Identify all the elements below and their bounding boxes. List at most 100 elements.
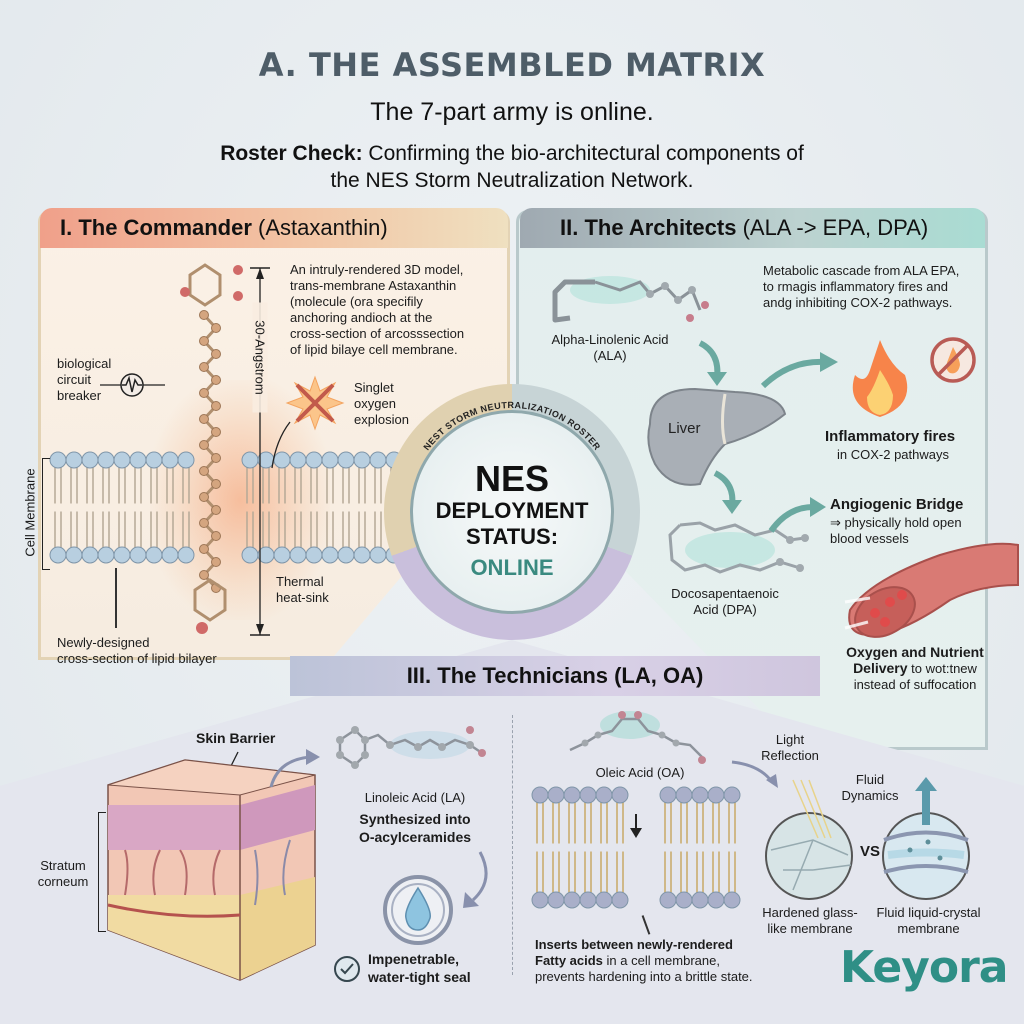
lipid-head bbox=[81, 451, 99, 469]
atom bbox=[199, 414, 209, 424]
arrow-skin-to-la bbox=[269, 749, 320, 788]
lipid-head bbox=[595, 891, 613, 909]
lipid-head bbox=[531, 786, 549, 804]
lipid-head bbox=[563, 891, 581, 909]
hardened-membrane-icon bbox=[765, 779, 853, 900]
oa-membrane-illustration bbox=[531, 786, 741, 909]
label-line: Acid (DPA) bbox=[693, 602, 757, 617]
arrow-la-to-seal bbox=[463, 851, 488, 908]
lipid-head bbox=[691, 891, 709, 909]
arrow-oa-to-comparison bbox=[731, 760, 778, 788]
lipid-head bbox=[177, 546, 195, 564]
label-line: circuit bbox=[57, 372, 91, 387]
lipid-head bbox=[97, 546, 115, 564]
label-line: Light bbox=[775, 732, 805, 747]
label-line: Fatty acids in a cell membrane, bbox=[535, 953, 753, 969]
up-arrow-icon bbox=[915, 777, 937, 825]
bilayer-pointer bbox=[115, 568, 117, 628]
lipid-head bbox=[723, 786, 741, 804]
lipid-head bbox=[675, 786, 693, 804]
atom bbox=[199, 388, 209, 398]
astaxanthin-molecule bbox=[180, 263, 243, 634]
fire-icon bbox=[852, 340, 908, 417]
atom bbox=[211, 453, 221, 463]
label-line: Hardened glass- bbox=[762, 905, 858, 920]
desc-line: An intruly-rendered 3D model, bbox=[290, 262, 464, 277]
lipid-head bbox=[659, 891, 677, 909]
la-molecule bbox=[336, 726, 486, 769]
label-line: (ALA) bbox=[593, 348, 627, 363]
dpa-molecule bbox=[668, 521, 809, 574]
angiogenic-bridge-subtitle: ⇒ physically hold open blood vessels bbox=[830, 515, 962, 547]
roster-label: Roster Check: bbox=[220, 142, 363, 165]
label-line: biological bbox=[57, 356, 112, 371]
lipid-head bbox=[723, 891, 741, 909]
architects-title: II. The Architects bbox=[560, 215, 737, 240]
lipid-head bbox=[305, 546, 323, 564]
label-line: instead of suffocation bbox=[853, 677, 977, 692]
oxygen-atom bbox=[196, 622, 208, 634]
lipid-head bbox=[289, 546, 307, 564]
inflammatory-fires-title: Inflammatory fires bbox=[825, 428, 956, 445]
stratum-bracket bbox=[98, 812, 106, 932]
synthesized-label: Synthesized into O-acylceramides bbox=[345, 810, 485, 846]
atom bbox=[211, 531, 221, 541]
lipid-head bbox=[129, 451, 147, 469]
ala-molecule bbox=[552, 276, 709, 323]
lipid-head bbox=[579, 786, 597, 804]
inflammatory-fires-subtitle: in COX-2 pathways bbox=[837, 447, 949, 462]
skin-cross-section bbox=[107, 759, 316, 981]
desc-line: anchoring andioch at the bbox=[290, 310, 433, 325]
inserts-bold: Fatty acids bbox=[535, 953, 603, 968]
lipid-head bbox=[177, 451, 195, 469]
lipid-head bbox=[595, 786, 613, 804]
label-line: Delivery to wot:tnew bbox=[815, 660, 1015, 677]
label-line: Docosapentaenoic bbox=[671, 586, 779, 601]
delivery-bold: Delivery bbox=[853, 660, 908, 676]
blood-vessel-icon bbox=[844, 542, 1019, 638]
label-line: Thermal bbox=[276, 574, 324, 589]
desc-line: of lipid bilaye cell membrane. bbox=[290, 342, 458, 357]
label-line: Fluid liquid-crystal bbox=[876, 905, 981, 920]
atom bbox=[199, 336, 209, 346]
label-line: Inserts between newly-rendered bbox=[535, 937, 733, 952]
desc-line: Metabolic cascade from ALA EPA, bbox=[763, 263, 960, 278]
label-line: Reflection bbox=[761, 748, 819, 763]
hub-center bbox=[410, 410, 614, 614]
lipid-head bbox=[113, 451, 131, 469]
lipid-head bbox=[353, 546, 371, 564]
oxygen-atom bbox=[233, 265, 243, 275]
label-line: Alpha-Linolenic Acid bbox=[551, 332, 669, 347]
atom bbox=[211, 349, 221, 359]
label-line: corneum bbox=[37, 874, 89, 889]
roster-text-2: the NES Storm Neutralization Network. bbox=[330, 169, 694, 192]
atom bbox=[211, 375, 221, 385]
label-line: heat-sink bbox=[276, 590, 329, 605]
inserts-rest: in a cell membrane, bbox=[602, 953, 720, 968]
label-line: STATUS: bbox=[465, 524, 559, 549]
label-line: Fluid bbox=[855, 772, 885, 787]
technicians-header: III. The Technicians (LA, OA) bbox=[290, 656, 820, 696]
fluid-membrane-icon bbox=[882, 812, 970, 900]
label-line: blood vessels bbox=[830, 531, 909, 546]
roster-check: Roster Check: Confirming the bio-archite… bbox=[0, 140, 1024, 194]
label-line: breaker bbox=[57, 388, 102, 403]
linoleic-acid-label: Linoleic Acid (LA) bbox=[364, 790, 466, 805]
delivery-rest: to wot:tnew bbox=[907, 661, 977, 676]
oa-insert-arrow bbox=[630, 814, 642, 838]
lipid-head bbox=[563, 786, 581, 804]
circuit-breaker-icon bbox=[100, 373, 165, 397]
label-line: Stratum bbox=[40, 858, 86, 873]
lipid-head bbox=[547, 891, 565, 909]
label-line: prevents hardening into a brittle state. bbox=[535, 969, 753, 984]
atom bbox=[199, 440, 209, 450]
atom bbox=[199, 518, 209, 528]
hub-deployment-label: DEPLOYMENT STATUS: bbox=[410, 498, 614, 550]
arrow-dpa-to-bridge bbox=[768, 497, 826, 533]
cell-membrane-bracket bbox=[42, 458, 50, 570]
lipid-head bbox=[321, 546, 339, 564]
section-divider bbox=[512, 715, 513, 975]
label-line: membrane bbox=[897, 921, 960, 936]
label-line: cross-section of lipid bilayer bbox=[57, 651, 217, 666]
singlet-oxygen-explosion-icon bbox=[285, 375, 345, 431]
